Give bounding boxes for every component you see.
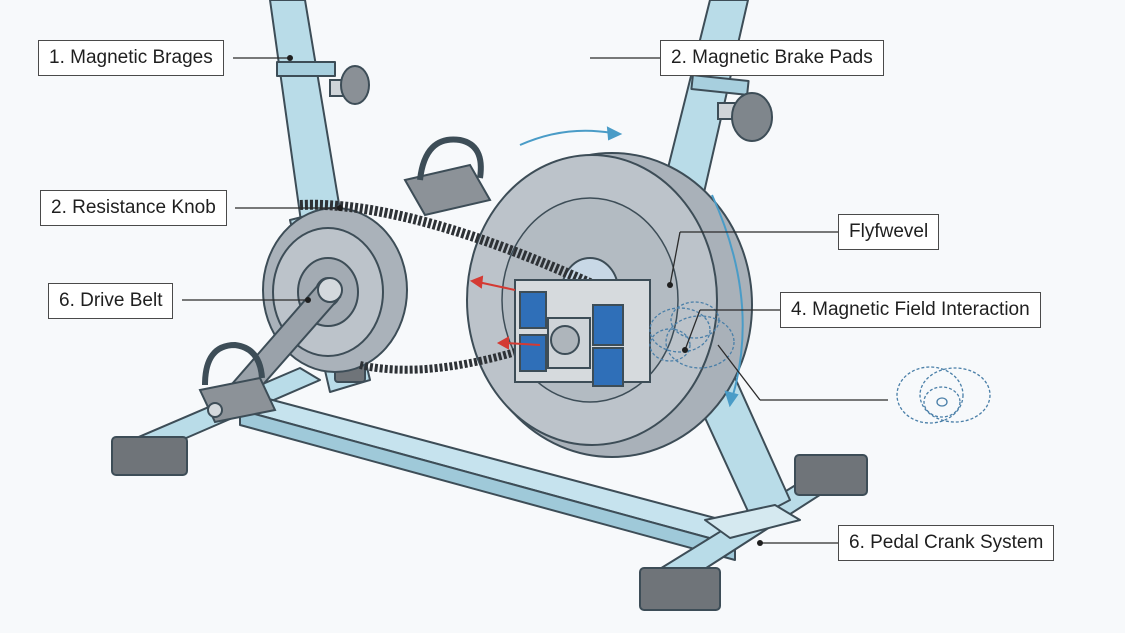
magnet-block [519,334,547,372]
magnetic-brake-assembly [514,279,651,387]
resistance-knob-icon [717,92,773,142]
lower-pedal [198,341,277,424]
frame-feet [111,359,868,611]
magnet-block [519,291,547,329]
label-pedal-crank-system: 6. Pedal Crank System [838,525,1055,561]
label-resistance-knob: 2. Resistance Knob [40,190,227,226]
leader-dots [287,55,763,546]
magnet-block [592,347,624,387]
label-magnetic-brake-pads: 2. Magnetic Brake Pads [660,40,884,76]
label-drive-belt: 6. Drive Belt [48,283,174,319]
seat-adjust-knob [329,65,370,105]
upper-pedal [403,136,492,217]
magnetic-field-detail [896,366,991,424]
label-magnetic-brages: 1. Magnetic Brages [38,40,224,76]
magnet-block [592,304,624,346]
force-arrows [469,275,541,350]
label-flyfwevel: Flyfwevel [838,214,940,250]
leader-lines [182,57,888,544]
magnetic-field-waves [649,301,735,369]
label-magnetic-field-interaction: 4. Magnetic Field Interaction [780,292,1041,328]
